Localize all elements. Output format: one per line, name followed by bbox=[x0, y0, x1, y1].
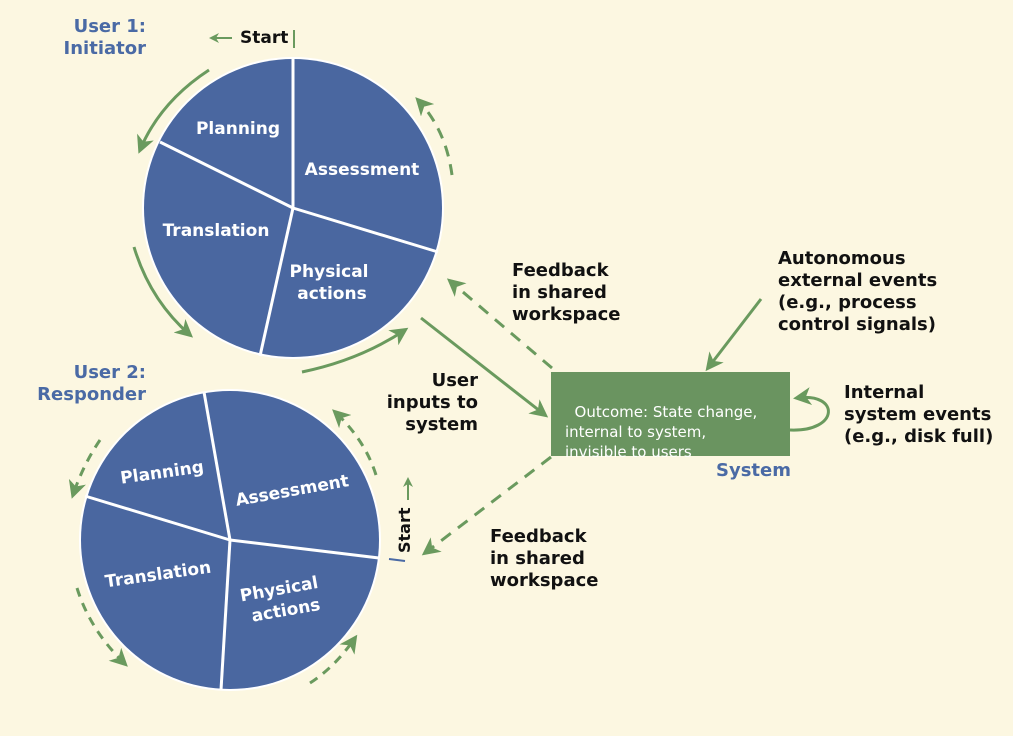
internal-events-loop-arrow bbox=[789, 387, 830, 432]
autonomous-events-label: Autonomous external events (e.g., proces… bbox=[778, 248, 938, 335]
user2-arrow-translation-to-physical bbox=[75, 587, 128, 667]
user1-arrow-planning-to-translation bbox=[137, 68, 210, 154]
user-inputs-arrow bbox=[420, 316, 549, 418]
user1-divider-bottom bbox=[258, 207, 295, 357]
user1-divider-right bbox=[292, 206, 439, 254]
user2-arrow-assessment-dashed bbox=[332, 409, 378, 476]
user1-arrow-assessment-dashed bbox=[415, 97, 454, 176]
user1-label: User 1: Initiator bbox=[63, 16, 146, 59]
feedback-arrow-to-user1 bbox=[446, 278, 553, 370]
outcome-box: Outcome: State change, internal to syste… bbox=[551, 372, 790, 461]
user2-start-label: Start bbox=[395, 507, 414, 553]
system-label: System bbox=[716, 460, 791, 481]
user1-start-label: Start bbox=[240, 28, 289, 48]
user2-start-tick bbox=[388, 558, 406, 562]
user2-divider-left bbox=[84, 494, 231, 542]
user2-arrow-planning-to-translation bbox=[68, 439, 102, 499]
feedback-top-label: Feedback in shared workspace bbox=[512, 260, 621, 325]
user1-segment-planning: Planning bbox=[196, 119, 280, 139]
feedback-bottom-label: Feedback in shared workspace bbox=[490, 526, 599, 591]
user2-arrow-physical-to-assessment bbox=[309, 634, 358, 685]
outcome-text: Outcome: State change, internal to syste… bbox=[565, 403, 758, 461]
user2-label: User 2: Responder bbox=[37, 362, 146, 405]
user2-cycle-pie: Planning Assessment Translation Physical… bbox=[79, 389, 381, 691]
autonomous-events-arrow bbox=[705, 298, 763, 372]
user1-physical-line2: actions bbox=[297, 284, 366, 304]
user1-arrow-translation-to-physical bbox=[132, 246, 194, 338]
user1-segment-translation: Translation bbox=[163, 221, 270, 241]
feedback-arrow-to-user2 bbox=[421, 455, 552, 556]
user1-cycle-pie: Planning Assessment Translation Physical… bbox=[142, 57, 444, 359]
internal-events-label: Internal system events (e.g., disk full) bbox=[844, 382, 994, 447]
user-inputs-label: User inputs to system bbox=[386, 370, 478, 435]
user2-divider-right bbox=[229, 538, 380, 560]
user1-arrow-physical-to-assessment bbox=[301, 327, 409, 374]
user1-segment-assessment: Assessment bbox=[305, 160, 420, 180]
user1-segment-physical-actions: Physical actions bbox=[290, 262, 375, 304]
user2-divider-top bbox=[202, 391, 232, 541]
user2-divider-bottom bbox=[219, 539, 232, 691]
user1-divider-left bbox=[159, 140, 294, 210]
user1-physical-line1: Physical bbox=[290, 262, 369, 282]
